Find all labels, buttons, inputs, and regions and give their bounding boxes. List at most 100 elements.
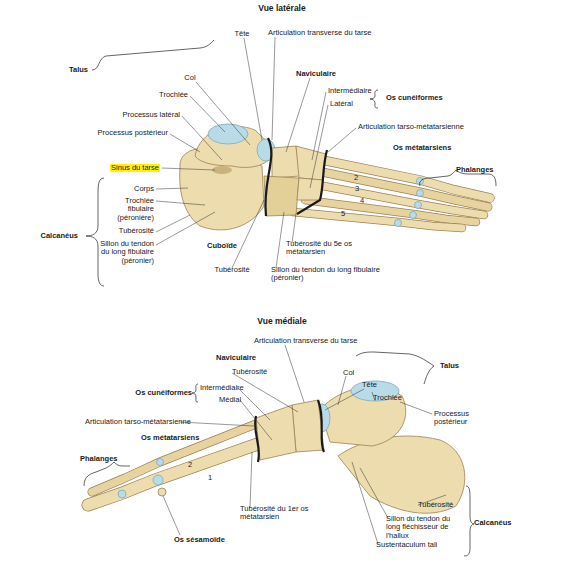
cartilage xyxy=(157,459,164,466)
joint-label: Articulation transverse du tarse xyxy=(268,29,371,37)
group-label: Os cunéiformes xyxy=(386,94,443,102)
leader-line xyxy=(250,452,252,508)
part-label: Col xyxy=(184,74,195,82)
leader-line xyxy=(170,134,200,152)
leader-line xyxy=(156,188,188,189)
leader-line xyxy=(325,389,364,410)
joint-line xyxy=(265,138,271,216)
cuboid-bone xyxy=(264,176,299,216)
joint-label: Articulation transverse du tarse xyxy=(254,337,357,345)
cartilage xyxy=(153,475,163,485)
leader-line xyxy=(292,214,296,243)
navicular-bone xyxy=(292,400,324,452)
part-label: Sustentaculum tali xyxy=(376,541,437,549)
calcaneus-bone xyxy=(338,436,465,513)
leader-line xyxy=(163,496,180,535)
ray-outline xyxy=(88,444,258,505)
bone-label: Latéral xyxy=(330,100,353,108)
cuneiform-bone xyxy=(297,178,323,200)
bone-label: Naviculaire xyxy=(296,70,336,78)
part-label: Tubérosité du 5e os métatarsien xyxy=(286,240,361,257)
part-label: Trochlée xyxy=(159,91,188,99)
part-label: Tête xyxy=(234,30,249,38)
part-label: Tubérosité xyxy=(214,266,249,274)
bone-label: Médial xyxy=(219,396,241,404)
leader-line xyxy=(360,468,388,518)
ray-fill xyxy=(88,444,258,505)
brackets xyxy=(84,40,496,556)
bone-label: Intermédiaire xyxy=(328,87,372,95)
leader-line xyxy=(312,92,326,160)
calcaneus-bracket xyxy=(86,178,104,286)
part-label: Sillon du tendon du long fibulaire (péro… xyxy=(271,266,381,283)
callout-number: 2 xyxy=(354,174,358,182)
leader-line xyxy=(238,388,270,420)
part-label: Trochlée fibulaire (péronière) xyxy=(99,197,154,222)
bone-label: Cuboïde xyxy=(207,242,237,250)
group-label: Talus xyxy=(69,66,88,74)
group-label: Calcanéus xyxy=(474,519,512,527)
callout-number: 3 xyxy=(355,185,359,193)
view-heading: Vue médiale xyxy=(257,317,306,327)
leader-line xyxy=(180,422,254,426)
leader-line xyxy=(232,200,264,268)
leader-line xyxy=(285,345,304,402)
sesamoid-bone xyxy=(158,488,166,496)
part-label: Tubérosité du 1er os métatarsien xyxy=(240,505,320,522)
leader-line xyxy=(182,116,222,160)
medial-joint-cartilage xyxy=(118,459,164,499)
leader-line xyxy=(162,168,215,170)
bone-label: Intermédiaire xyxy=(200,384,244,392)
group-label: Os métatarsiens xyxy=(141,434,199,442)
group-label: Os métatarsiens xyxy=(393,144,451,152)
lateral-foot xyxy=(180,124,490,230)
part-label: Processus latéral xyxy=(122,111,180,119)
cuneiform-bone xyxy=(296,146,326,180)
callout-number: 5 xyxy=(341,210,345,218)
medial-rays xyxy=(88,424,258,505)
leader-lines xyxy=(156,37,446,544)
part-label: Col xyxy=(343,369,354,377)
cartilage xyxy=(417,190,424,197)
callout-number: 4 xyxy=(360,197,364,205)
leader-line xyxy=(156,212,215,245)
callout-number: 2 xyxy=(188,461,192,469)
navicular-bone xyxy=(272,146,300,178)
leader-line xyxy=(156,201,205,205)
leader-line xyxy=(276,212,284,268)
leader-line xyxy=(400,402,432,414)
part-label: Processus postérieur xyxy=(434,410,484,427)
part-label: Tête xyxy=(362,381,377,389)
leader-line xyxy=(310,105,328,188)
part-label: Tubérosité xyxy=(119,227,154,235)
trochlea-cartilage xyxy=(208,124,248,144)
group-label: Phalanges xyxy=(80,455,118,463)
part-label: Tubérosité xyxy=(232,368,267,376)
leader-line xyxy=(286,78,310,152)
leader-line xyxy=(240,400,272,440)
leader-line xyxy=(272,37,275,140)
view-heading: Vue latérale xyxy=(258,4,305,14)
leader-line xyxy=(196,82,250,145)
leader-line xyxy=(244,38,262,140)
bone-label: Os sésamoïde xyxy=(174,536,225,544)
joint-line xyxy=(318,400,324,452)
cartilage xyxy=(417,178,424,185)
ray-outline xyxy=(293,212,462,228)
callout-number: 1 xyxy=(208,474,212,482)
group-label: Phalanges xyxy=(456,166,494,174)
leader-line xyxy=(352,462,378,544)
lateral-joint-cartilage xyxy=(395,178,424,227)
joint-label: Articulation tarso-métatarsienne xyxy=(85,418,191,426)
medial-foot xyxy=(88,381,465,513)
talus-bracket xyxy=(92,40,214,70)
part-label: Sillon du tendon du long fléchisseur de … xyxy=(386,515,461,540)
cartilage xyxy=(410,212,417,219)
group-label: Talus xyxy=(440,362,459,370)
leader-line xyxy=(328,128,356,152)
group-label: Os cunéiformes xyxy=(135,389,192,397)
part-label: Trochlée xyxy=(373,394,402,402)
group-label: Calcanéus xyxy=(40,232,78,240)
ray-fill xyxy=(293,212,462,228)
